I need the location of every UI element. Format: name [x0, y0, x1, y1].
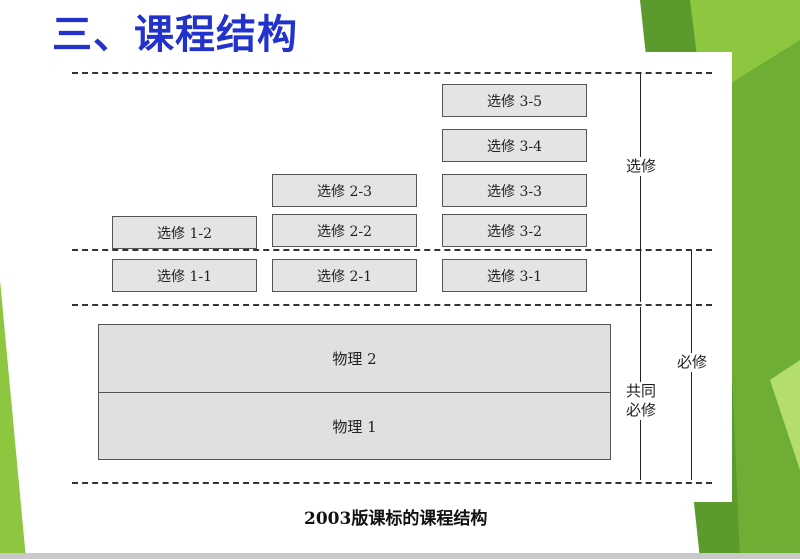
elective-box-1-2: 选修 1-2 [112, 216, 257, 249]
slide-title: 三、课程结构 [52, 12, 298, 58]
elective-box-3-3: 选修 3-3 [442, 174, 587, 207]
elective-range-line [640, 74, 641, 302]
diagram-panel: 选修 3-5 选修 3-4 选修 3-3 选修 3-2 选修 3-1 选修 2-… [48, 52, 732, 502]
elective-box-1-1: 选修 1-1 [112, 259, 257, 292]
label-common-line2: 必修 [624, 401, 658, 420]
bottom-bar [0, 553, 800, 559]
elective-box-3-5: 选修 3-5 [442, 84, 587, 117]
elective-box-2-2: 选修 2-2 [272, 214, 417, 247]
elective-box-2-1: 选修 2-1 [272, 259, 417, 292]
compulsory-box-physics-2: 物理 2 [98, 324, 611, 393]
diagram-caption: 2003版课标的课程结构 [304, 509, 488, 529]
label-elective: 选修 [624, 157, 658, 176]
elective-box-3-4: 选修 3-4 [442, 129, 587, 162]
dashed-line-lower [72, 304, 712, 306]
label-compulsory: 必修 [675, 353, 709, 372]
dashed-line-top [72, 72, 712, 74]
elective-box-3-1: 选修 3-1 [442, 259, 587, 292]
label-common-line1: 共同 [624, 382, 658, 401]
compulsory-box-physics-1: 物理 1 [98, 392, 611, 460]
elective-box-2-3: 选修 2-3 [272, 174, 417, 207]
dashed-line-bottom [72, 482, 712, 484]
elective-box-3-2: 选修 3-2 [442, 214, 587, 247]
dashed-line-middle [72, 249, 712, 251]
